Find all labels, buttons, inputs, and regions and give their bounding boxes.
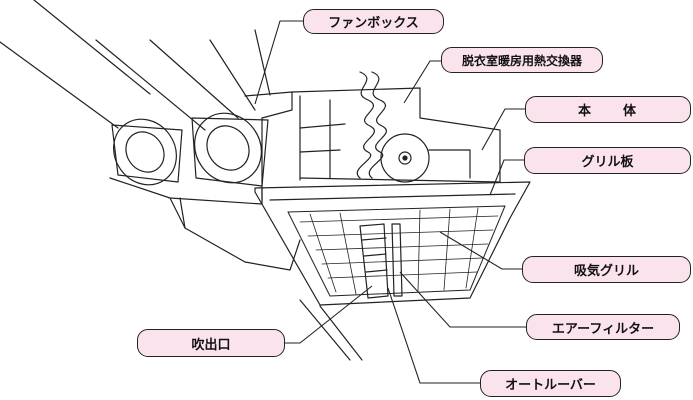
- heat-exchanger-label: 脱衣室暖房用熱交換器: [441, 47, 603, 73]
- heat-exchanger-coil: [356, 71, 471, 183]
- main-body-label: 本 体: [525, 96, 691, 123]
- grille-slats: [299, 207, 499, 295]
- fan-box-label: ファンボックス: [303, 9, 444, 34]
- air-filter-label: エアーフィルター: [526, 314, 680, 340]
- auto-louver-label: オートルーバー: [480, 370, 621, 397]
- leader-lines: [254, 20, 526, 384]
- left-duct: [0, 0, 183, 186]
- right-duct: [209, 29, 271, 111]
- main-body-box: [291, 87, 501, 183]
- intake-grille-label: 吸気グリル: [522, 256, 691, 283]
- outlet-louver: [359, 223, 403, 299]
- grille-plate: [254, 181, 531, 306]
- grille-plate-label: グリル板: [524, 147, 691, 174]
- hanging-rods: [299, 299, 363, 361]
- fan-box: [109, 91, 301, 271]
- outlet-label: 吹出口: [137, 329, 285, 357]
